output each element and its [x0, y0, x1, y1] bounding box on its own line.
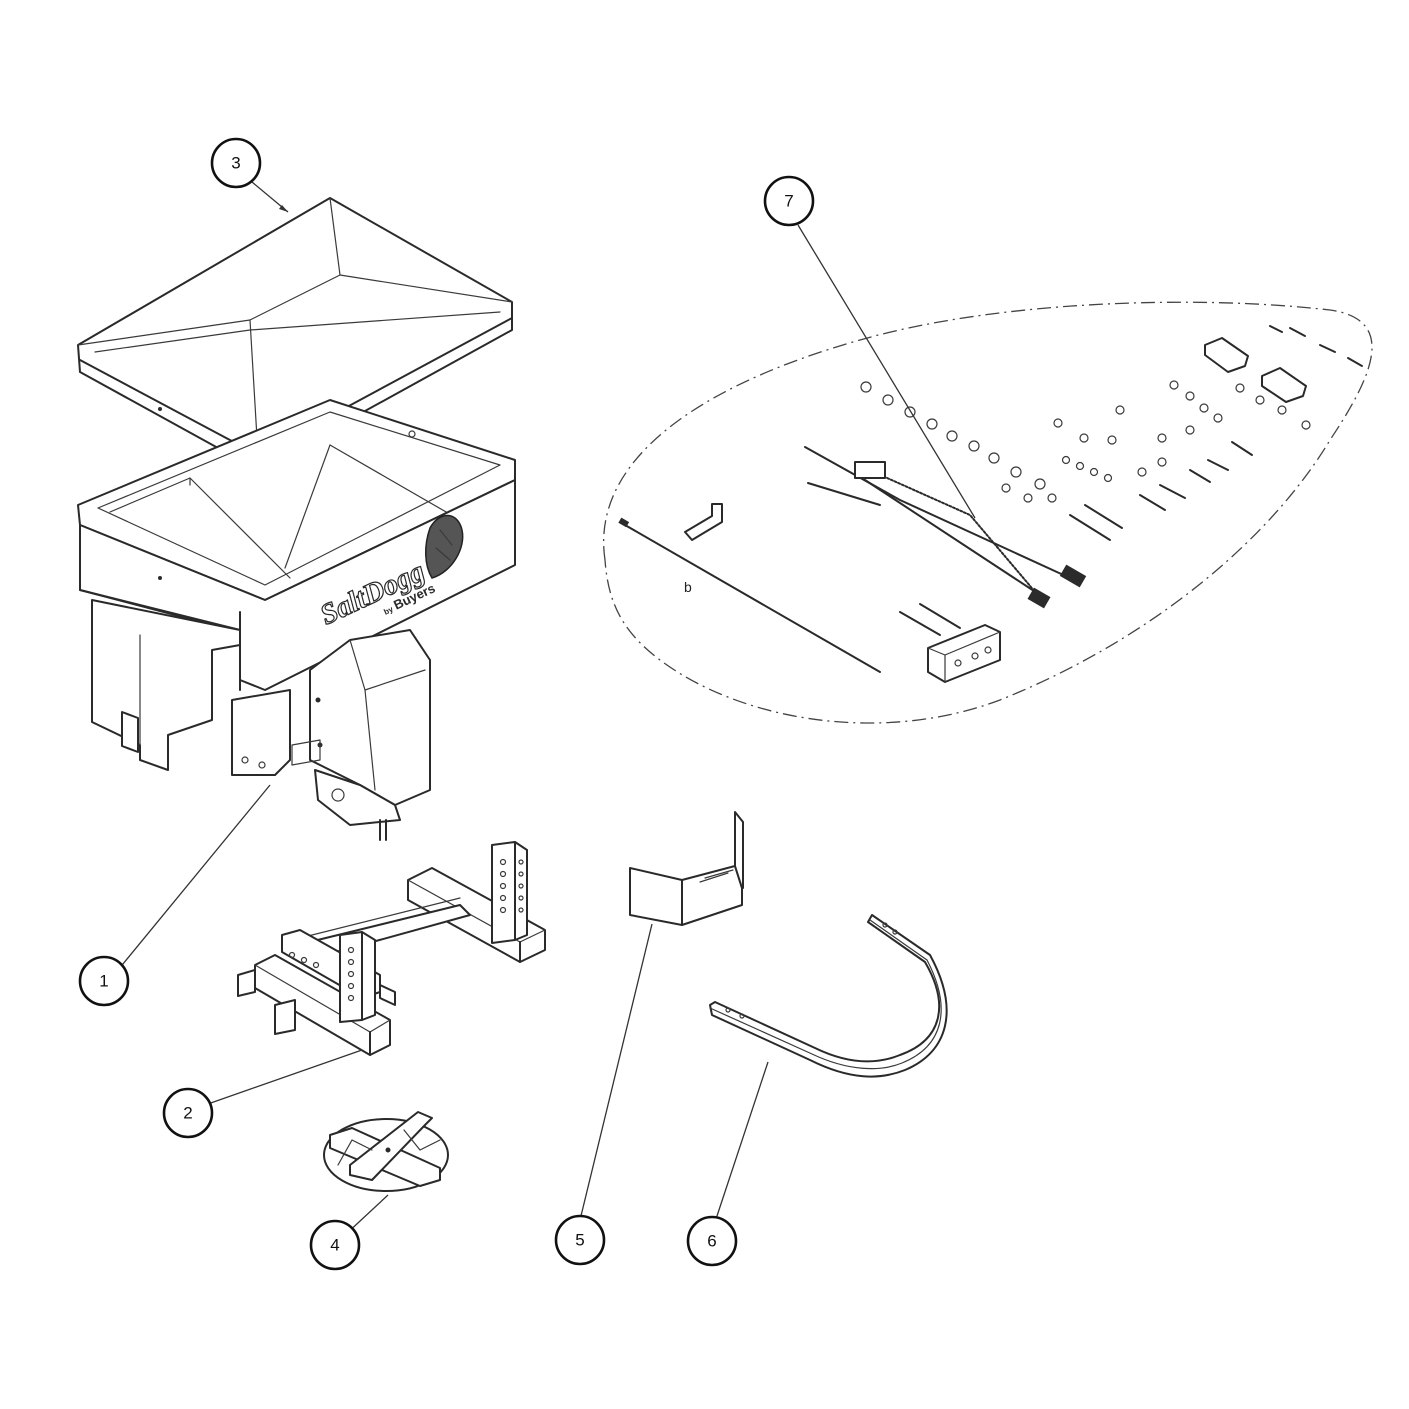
part-spinner — [323, 1111, 449, 1192]
kit-mark: b — [684, 579, 692, 595]
front-upright-holes — [347, 946, 355, 1002]
part-band — [709, 914, 948, 1078]
svg-text:1: 1 — [99, 972, 108, 991]
part-mount-frame — [237, 841, 546, 1056]
callout-2: 2 — [162, 1087, 214, 1139]
logo-byline: by — [382, 604, 395, 616]
svg-text:3: 3 — [231, 154, 240, 173]
callout-6: 6 — [686, 1215, 738, 1267]
part-hopper — [77, 399, 516, 841]
dog-mascot-icon — [425, 514, 464, 579]
svg-text:7: 7 — [784, 192, 793, 211]
upright-holes — [499, 858, 524, 914]
kit-washers — [860, 380, 1311, 503]
leader-lines — [117, 181, 976, 1236]
callout-1: 1 — [78, 955, 130, 1007]
svg-text:2: 2 — [183, 1104, 192, 1123]
svg-text:5: 5 — [575, 1231, 584, 1250]
svg-text:4: 4 — [330, 1236, 339, 1255]
callout-4: 4 — [309, 1219, 361, 1271]
part-bracket — [629, 811, 744, 926]
callout-5: 5 — [554, 1214, 606, 1266]
svg-text:6: 6 — [707, 1232, 716, 1251]
callout-7: 7 — [763, 175, 815, 227]
part-hardware-kit: b — [603, 301, 1373, 724]
kit-bolts — [1069, 325, 1363, 541]
callout-3: 3 — [210, 137, 262, 189]
